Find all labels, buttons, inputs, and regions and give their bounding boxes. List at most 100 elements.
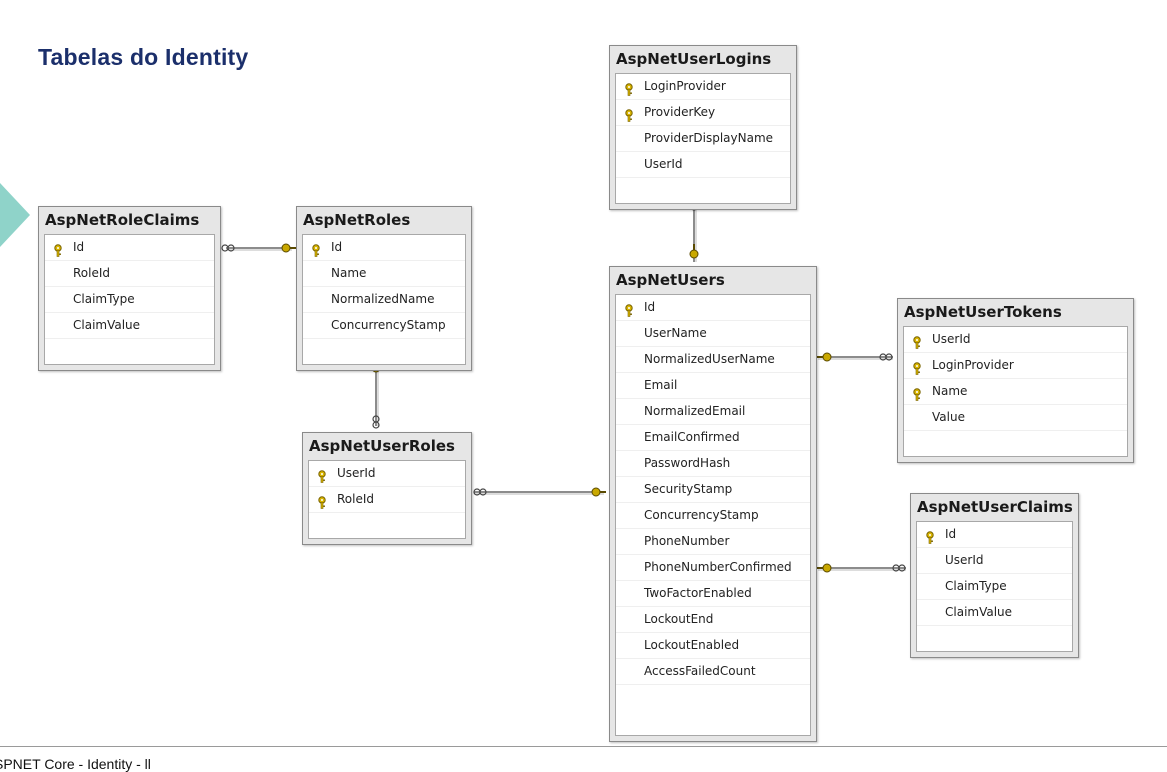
column-name: TwoFactorEnabled <box>644 586 752 600</box>
column-row[interactable]: AccessFailedCount <box>616 659 810 685</box>
column-row[interactable]: ClaimValue <box>917 600 1072 626</box>
column-name: Id <box>331 240 343 254</box>
column-row[interactable]: ClaimValue <box>45 313 214 339</box>
column-row[interactable]: Id <box>616 295 810 321</box>
column-row[interactable]: PhoneNumber <box>616 529 810 555</box>
table-title: AspNetUserLogins <box>616 50 772 68</box>
column-row[interactable]: UserId <box>309 461 465 487</box>
column-row[interactable]: EmailConfirmed <box>616 425 810 451</box>
column-row[interactable]: LoginProvider <box>904 353 1127 379</box>
column-row[interactable]: Id <box>45 235 214 261</box>
column-name: LoginProvider <box>644 79 726 93</box>
column-name: UserId <box>932 332 971 346</box>
primary-key-icon <box>912 359 922 375</box>
column-name: Email <box>644 378 678 392</box>
column-name: ClaimType <box>73 292 135 306</box>
table-title: AspNetUsers <box>616 271 725 289</box>
column-name: UserName <box>644 326 707 340</box>
primary-key-icon <box>311 241 321 257</box>
column-row[interactable]: ProviderKey <box>616 100 790 126</box>
column-name: LockoutEnd <box>644 612 714 626</box>
column-name: Id <box>73 240 85 254</box>
empty-row <box>616 710 810 735</box>
column-row[interactable]: UserId <box>616 152 790 178</box>
empty-row <box>917 626 1072 651</box>
column-name: PhoneNumberConfirmed <box>644 560 792 574</box>
column-row[interactable]: PasswordHash <box>616 451 810 477</box>
primary-key-icon <box>912 333 922 349</box>
column-row[interactable]: UserId <box>917 548 1072 574</box>
column-name: PhoneNumber <box>644 534 730 548</box>
decorative-arrow-shape <box>0 183 30 247</box>
column-row[interactable]: ConcurrencyStamp <box>616 503 810 529</box>
primary-key-icon <box>53 241 63 257</box>
column-name: UserId <box>337 466 376 480</box>
column-name: AccessFailedCount <box>644 664 756 678</box>
footer-text: SPNET Core - Identity - ll <box>0 756 151 772</box>
column-row[interactable]: LoginProvider <box>616 74 790 100</box>
table-title: AspNetUserRoles <box>309 437 455 455</box>
table-title: AspNetRoles <box>303 211 411 229</box>
primary-key-icon <box>912 385 922 401</box>
column-row[interactable]: UserId <box>904 327 1127 353</box>
one-end-key-icon <box>281 243 291 253</box>
column-name: EmailConfirmed <box>644 430 740 444</box>
column-row[interactable]: NormalizedEmail <box>616 399 810 425</box>
empty-row <box>904 431 1127 456</box>
primary-key-icon <box>317 467 327 483</box>
column-row[interactable]: LockoutEnd <box>616 607 810 633</box>
column-name: ProviderDisplayName <box>644 131 774 145</box>
primary-key-icon <box>317 493 327 509</box>
column-row[interactable]: ClaimType <box>917 574 1072 600</box>
column-row[interactable]: Id <box>303 235 465 261</box>
column-name: Name <box>331 266 367 280</box>
page-title: Tabelas do Identity <box>38 44 249 70</box>
empty-row <box>45 339 214 364</box>
primary-key-icon <box>624 106 634 122</box>
column-row[interactable]: UserName <box>616 321 810 347</box>
column-row[interactable]: LockoutEnabled <box>616 633 810 659</box>
column-name: Name <box>932 384 968 398</box>
column-name: NormalizedEmail <box>644 404 746 418</box>
column-row[interactable]: PhoneNumberConfirmed <box>616 555 810 581</box>
column-row[interactable]: Value <box>904 405 1127 431</box>
column-row[interactable]: Email <box>616 373 810 399</box>
column-row[interactable]: ConcurrencyStamp <box>303 313 465 339</box>
column-row[interactable]: NormalizedName <box>303 287 465 313</box>
column-name: UserId <box>945 553 984 567</box>
column-row[interactable]: TwoFactorEnabled <box>616 581 810 607</box>
column-name: ConcurrencyStamp <box>331 318 446 332</box>
column-name: Value <box>932 410 965 424</box>
column-row[interactable]: NormalizedUserName <box>616 347 810 373</box>
column-name: Id <box>644 300 656 314</box>
column-row[interactable]: ClaimType <box>45 287 214 313</box>
column-row[interactable]: ProviderDisplayName <box>616 126 790 152</box>
column-name: LockoutEnabled <box>644 638 740 652</box>
column-name: PasswordHash <box>644 456 731 470</box>
column-row[interactable]: RoleId <box>309 487 465 513</box>
column-name: SecurityStamp <box>644 482 733 496</box>
column-row[interactable]: Name <box>904 379 1127 405</box>
column-row[interactable]: Id <box>917 522 1072 548</box>
column-row[interactable]: SecurityStamp <box>616 477 810 503</box>
table-title: AspNetUserTokens <box>904 303 1062 321</box>
column-name: NormalizedUserName <box>644 352 775 366</box>
column-name: RoleId <box>337 492 375 506</box>
column-row[interactable]: Name <box>303 261 465 287</box>
column-row[interactable]: RoleId <box>45 261 214 287</box>
one-end-key-icon <box>822 352 832 362</box>
column-name: ClaimValue <box>73 318 141 332</box>
